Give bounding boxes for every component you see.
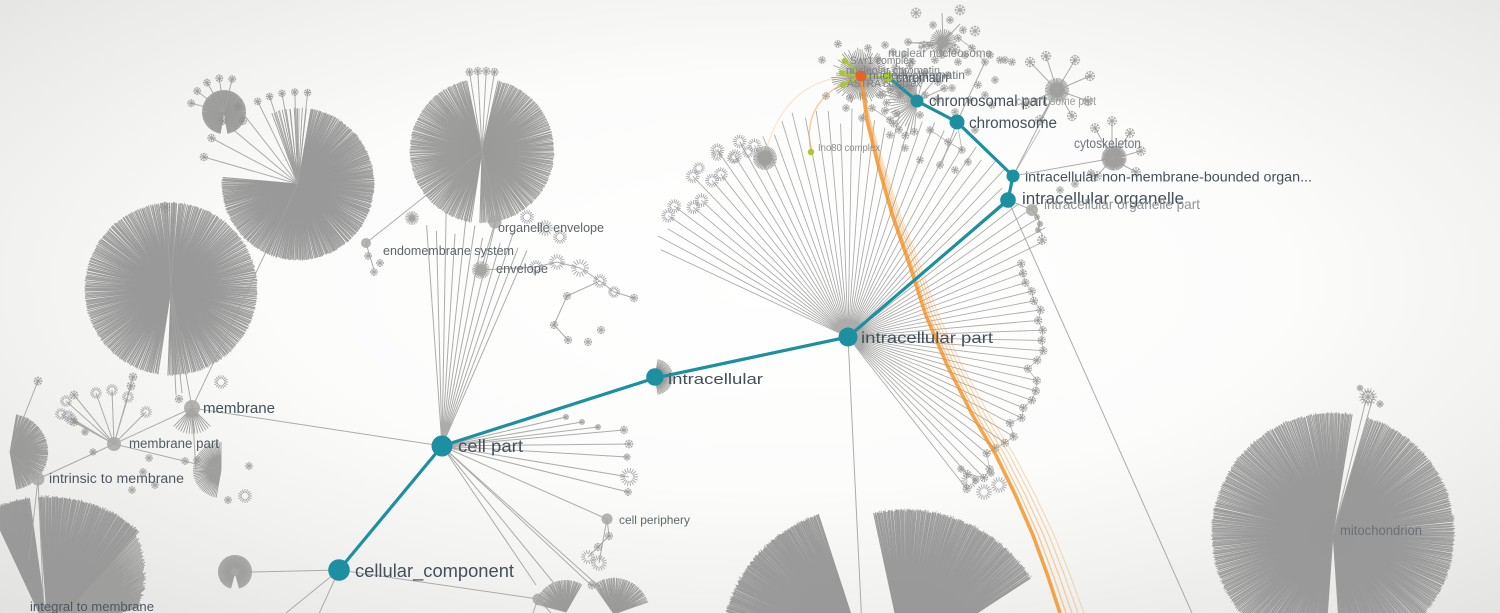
svg-text:cell periphery: cell periphery	[619, 513, 690, 527]
svg-text:mitochondrion: mitochondrion	[1340, 523, 1422, 538]
svg-text:endomembrane system: endomembrane system	[383, 244, 514, 258]
svg-text:membrane: membrane	[203, 401, 275, 417]
svg-text:intracellular part: intracellular part	[861, 330, 994, 347]
svg-text:intracellular organelle part: intracellular organelle part	[1044, 196, 1200, 212]
svg-text:nuclear nucleosome: nuclear nucleosome	[888, 48, 992, 60]
svg-text:membrane part: membrane part	[129, 436, 219, 451]
svg-text:chromosomal part: chromosomal part	[929, 93, 1048, 110]
svg-text:intracellular non-membrane-bou: intracellular non-membrane-bounded organ…	[1025, 170, 1312, 185]
svg-text:chromosome part: chromosome part	[1016, 94, 1097, 108]
svg-text:Ino80 complex: Ino80 complex	[818, 142, 881, 154]
svg-text:chromosome: chromosome	[969, 115, 1057, 132]
svg-text:integral to membrane: integral to membrane	[30, 599, 154, 613]
svg-text:intracellular organelle: intracellular organelle	[1022, 190, 1184, 208]
svg-text:organelle envelope: organelle envelope	[498, 221, 604, 235]
svg-text:ASTRA complex: ASTRA complex	[847, 78, 921, 90]
svg-text:nucleolar chromatin: nucleolar chromatin	[846, 65, 940, 77]
svg-text:cellular_component: cellular_component	[355, 560, 514, 582]
svg-text:chromatin: chromatin	[896, 70, 948, 85]
svg-text:envelope: envelope	[496, 262, 548, 276]
svg-text:intracellular: intracellular	[668, 371, 763, 388]
svg-text:cytoskeleton: cytoskeleton	[1074, 136, 1141, 151]
svg-text:Swr1 complex: Swr1 complex	[850, 55, 914, 67]
svg-text:cell part: cell part	[458, 436, 523, 456]
svg-text:nuclear chromatin: nuclear chromatin	[869, 68, 965, 82]
svg-text:intrinsic to membrane: intrinsic to membrane	[49, 471, 184, 486]
